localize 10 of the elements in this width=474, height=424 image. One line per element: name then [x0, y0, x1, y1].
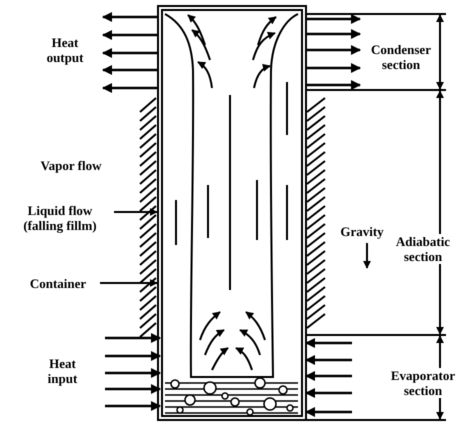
label-text: Heat input	[46, 356, 78, 386]
label-text: Vapor flow	[39, 158, 103, 173]
callout-text: Liquid flow (falling fillm)	[8, 203, 112, 233]
leader-line	[100, 279, 158, 287]
label-text: Heat output	[46, 35, 84, 65]
heat-pipe-wall	[157, 5, 307, 421]
callout-text: Container	[18, 276, 98, 291]
leader-line	[114, 208, 158, 216]
label-text: Gravity	[339, 224, 385, 239]
label-text: Condenser section	[370, 42, 432, 72]
